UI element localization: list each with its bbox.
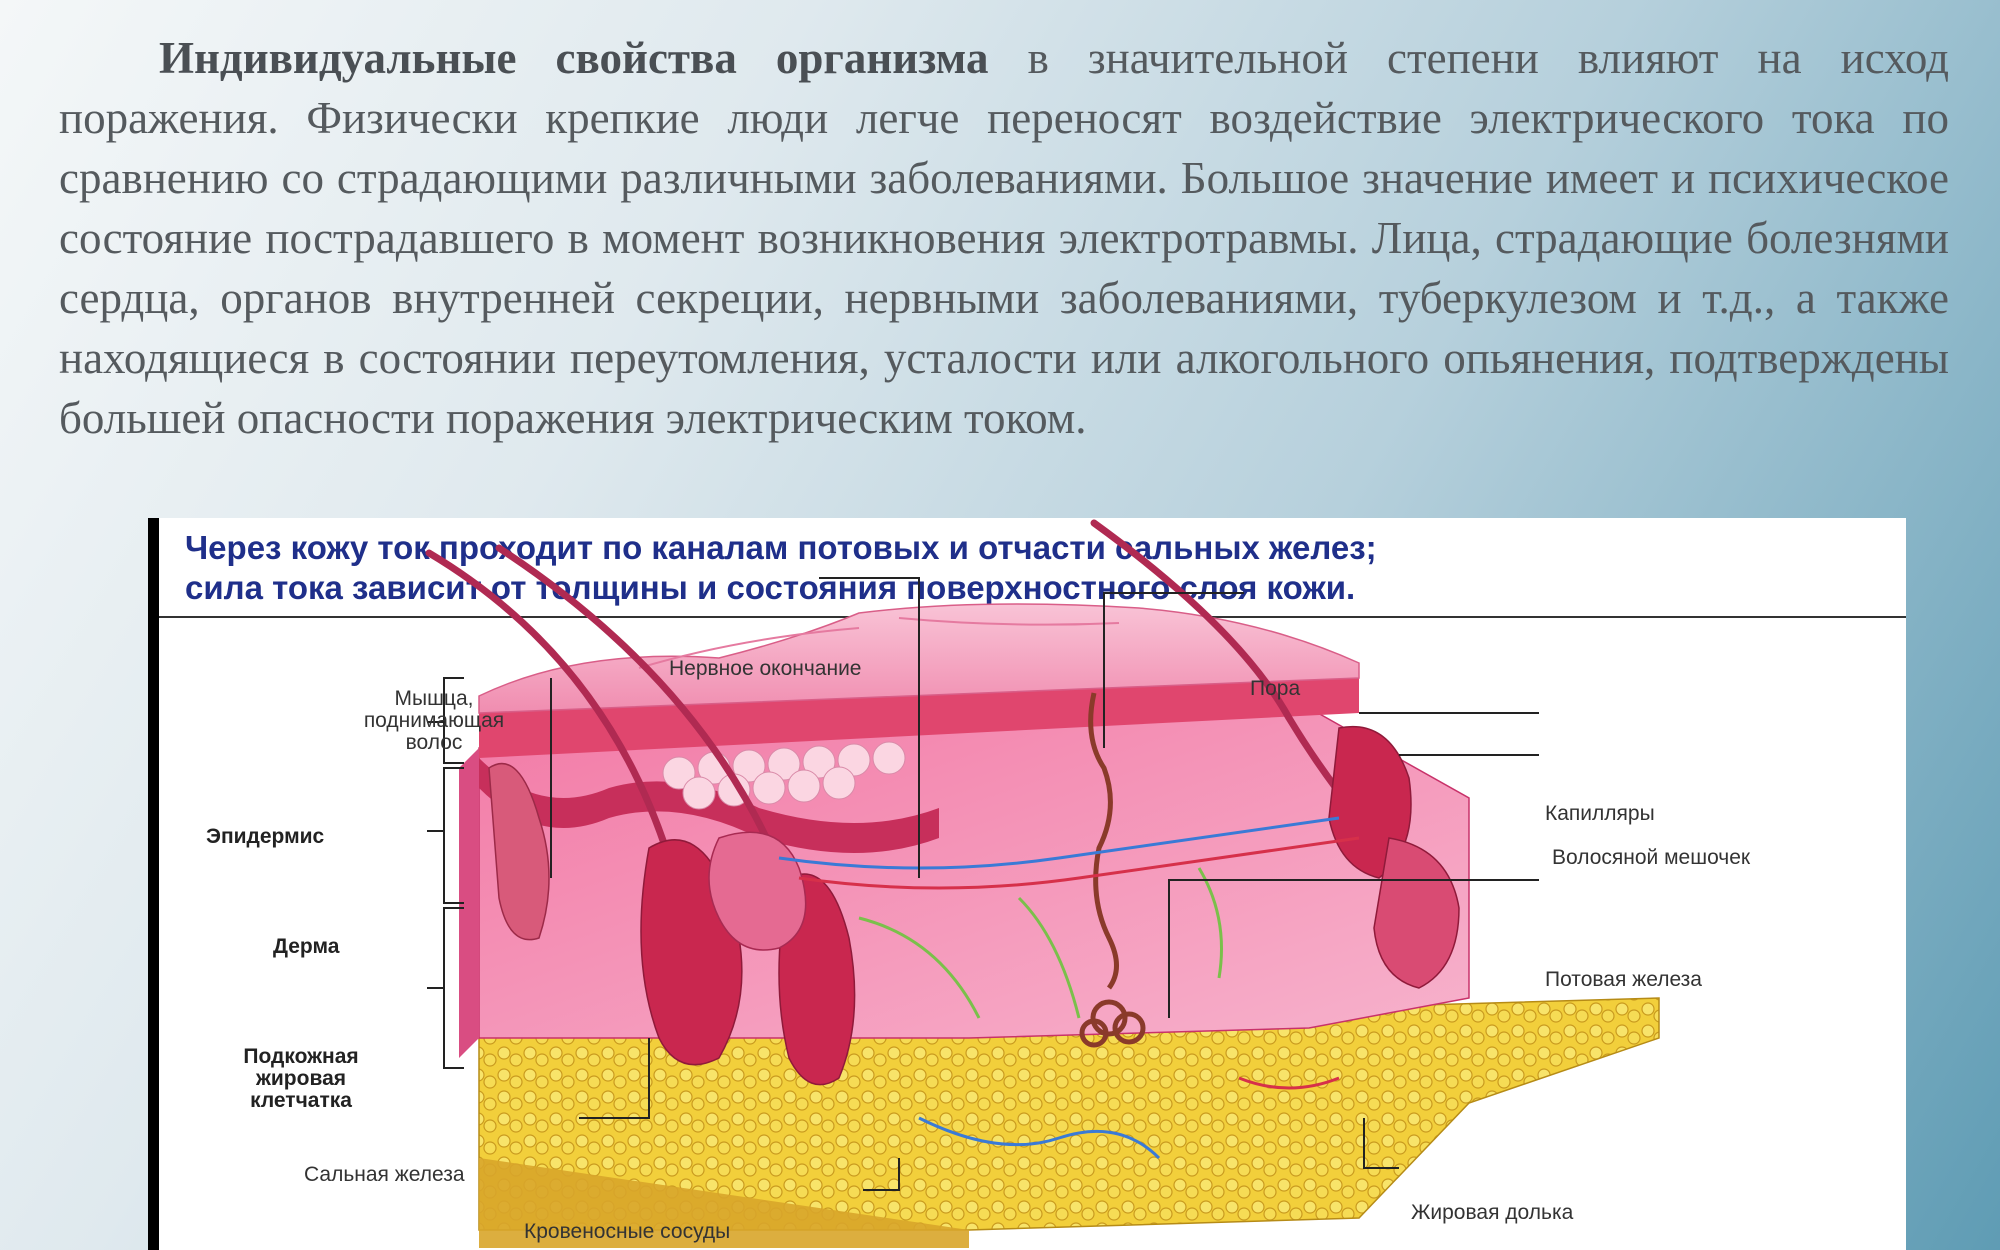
label-dermis: Дерма: [273, 935, 340, 958]
arrector-muscle-shape: [488, 762, 550, 941]
label-blood-vessels: Кровеносные сосуды: [524, 1220, 731, 1243]
label-fat-lobule: Жировая долька: [1411, 1201, 1574, 1224]
dermis-layer-shape: [459, 697, 1470, 1058]
label-subcutaneous: Подкожная жировая клетчатка: [243, 1045, 359, 1112]
label-pore: Пора: [1250, 677, 1301, 700]
label-sweat-gland: Потовая железа: [1545, 968, 1702, 991]
caption-line-1: Через кожу ток проходит по каналам потов…: [185, 529, 1377, 566]
skin-diagram-figure: Через кожу ток проходит по каналам потов…: [148, 518, 1906, 1250]
skin-cross-section-illustration: [425, 519, 1660, 1248]
label-capillaries: Капилляры: [1545, 802, 1655, 825]
blood-vessels-shape: [778, 816, 1360, 1160]
paragraph-text: в значительной степени влияют на исход п…: [59, 33, 1949, 443]
dermal-papillae-shape: [662, 741, 906, 810]
label-epidermis: Эпидермис: [206, 825, 325, 848]
label-hair-follicle: Волосяной мешочек: [1552, 846, 1751, 869]
fat-layer-shape: [478, 997, 1660, 1248]
body-paragraph: Индивидуальные свойства организма в знач…: [59, 28, 1949, 448]
sebaceous-gland-shape: [708, 831, 807, 951]
sweat-gland-shape: [1079, 692, 1146, 1048]
label-nerve-ending: Нервное окончание: [669, 657, 862, 680]
label-muscle: Мышца, поднимающая волос: [363, 687, 505, 754]
label-sebaceous-gland: Сальная железа: [304, 1163, 465, 1186]
label-leader-lines: [427, 577, 1539, 1191]
paragraph-bold-lead: Индивидуальные свойства организма: [159, 33, 989, 83]
